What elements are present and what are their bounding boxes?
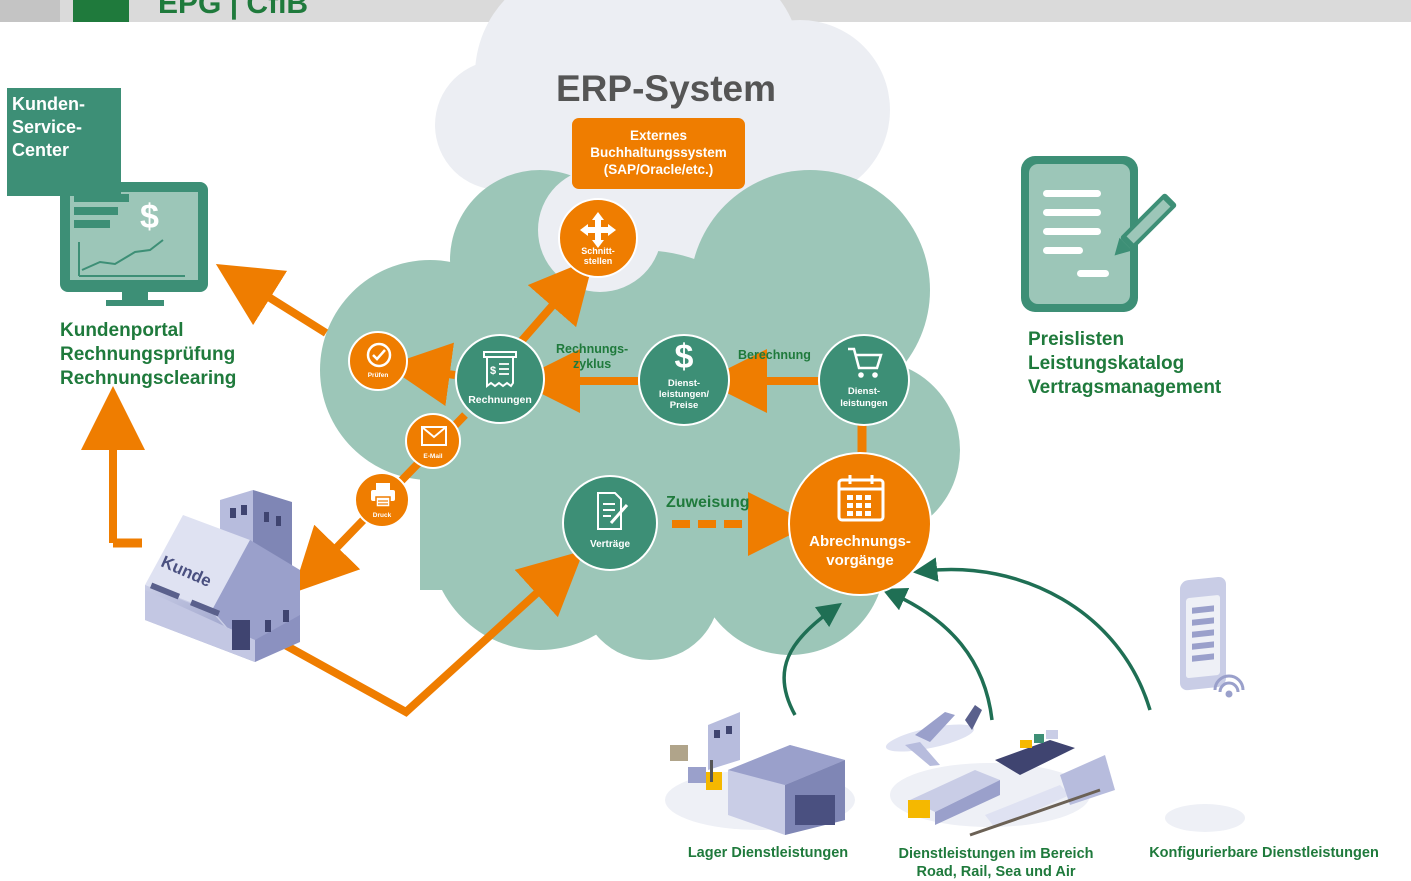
- svg-text:$: $: [490, 365, 496, 377]
- ksc-line3: Center: [12, 140, 70, 160]
- dienst-preise-line3: Preise: [669, 400, 699, 411]
- ship-icon: [995, 730, 1075, 775]
- abrechnung-line1: Abrechnungs-: [809, 533, 911, 550]
- ksc-line1: Kunden-: [12, 94, 85, 114]
- envelope-icon: [421, 426, 447, 446]
- transport-line1: Dienstleistungen im Bereich: [898, 846, 1094, 862]
- druck-label: Druck: [372, 512, 392, 519]
- ksc-line2: Service-: [12, 117, 83, 137]
- schnittstellen-line2: stellen: [583, 256, 613, 266]
- portal-line3: Rechnungsclearing: [60, 368, 237, 389]
- abrechnung-label: Abrechnungs- vorgänge: [790, 532, 930, 570]
- wifi-icon: [1213, 674, 1245, 698]
- pruefen-node: Prüfen: [348, 331, 408, 391]
- kundenportal-label: Kundenportal Rechnungsprüfung Rechnungsc…: [60, 319, 236, 391]
- dollar-icon: $: [674, 338, 694, 376]
- rechnungen-label: Rechnungen: [468, 394, 532, 406]
- kunden-service-center-label: Kunden- Service- Center: [12, 93, 117, 162]
- external-accounting-box: Externes Buchhaltungssystem (SAP/Oracle/…: [572, 118, 745, 189]
- ext-line3: (SAP/Oracle/etc.): [603, 162, 714, 177]
- vertraege-label: Verträge: [589, 539, 631, 550]
- contract-icon: [597, 492, 629, 530]
- schnittstellen-node: Schnitt- stellen: [558, 198, 638, 278]
- portal-line1: Kundenportal: [60, 320, 184, 341]
- vertraege-node: Verträge: [562, 475, 658, 571]
- dienstleistungen-preise-node: $ Dienst- leistungen/ Preise: [638, 334, 730, 426]
- calendar-icon: [837, 475, 885, 522]
- email-label: E-Mail: [423, 453, 443, 460]
- portal-line2: Rechnungsprüfung: [60, 344, 236, 365]
- rechnungszyklus-line1: Rechnungs-: [556, 342, 629, 356]
- ext-line2: Buchhaltungssystem: [590, 145, 727, 160]
- lager-label: Lager Dienstleistungen: [687, 845, 849, 861]
- document-pen-icon: [1021, 156, 1177, 312]
- ext-line1: Externes: [629, 128, 688, 143]
- zuweisung-label: Zuweisung: [666, 494, 750, 511]
- abrechnung-line2: vorgänge: [826, 552, 894, 569]
- dienst-preise-line1: Dienst-: [667, 378, 701, 389]
- erp-system-title: ERP-System: [556, 68, 777, 109]
- email-node: E-Mail: [405, 413, 461, 469]
- shopping-cart-icon: [848, 347, 883, 378]
- pruefen-label: Prüfen: [367, 372, 389, 379]
- rechnungszyklus-line2: zyklus: [573, 357, 612, 371]
- header-green-block: [73, 0, 129, 22]
- header-gray-block: [0, 0, 60, 22]
- svg-text:$: $: [140, 198, 159, 236]
- phone-illustration: [1165, 576, 1245, 832]
- transport-label: Dienstleistungen im Bereich Road, Rail, …: [880, 845, 1112, 881]
- preis-line3: Vertragsmanagement: [1028, 377, 1222, 398]
- berechnung-label: Berechnung: [738, 348, 811, 362]
- preis-line2: Leistungskatalog: [1028, 353, 1185, 374]
- green-arrows: [782, 557, 1152, 721]
- warehouse-illustration: [665, 712, 855, 835]
- truck-icon: [908, 770, 1000, 825]
- abrechnungsvorgaenge-node: Abrechnungs- vorgänge: [788, 452, 932, 596]
- invoice-icon: $: [483, 351, 517, 388]
- dienst-preise-line2: leistungen/: [658, 389, 710, 400]
- move-arrows-icon: [580, 212, 616, 248]
- preis-line1: Preislisten: [1028, 329, 1125, 350]
- druck-node: Druck: [354, 472, 410, 528]
- preislisten-label: Preislisten Leistungskatalog Vertragsman…: [1028, 328, 1221, 400]
- printer-icon: [371, 483, 395, 508]
- dienstleistungen-line2: leistungen: [840, 398, 888, 409]
- schnittstellen-label: Schnitt- stellen: [560, 246, 636, 266]
- konfig-label: Konfigurierbare Dienstleistungen: [1149, 845, 1379, 861]
- transport-illustration: [885, 705, 1115, 837]
- dienstleistungen-node: Dienst- leistungen: [818, 334, 910, 426]
- kunde-building: [145, 490, 300, 662]
- check-circle-icon: [366, 342, 392, 368]
- header-title: EPG | CfiB: [158, 0, 309, 20]
- dienstleistungen-label: Dienst- leistungen: [820, 386, 908, 410]
- schnittstellen-line1: Schnitt-: [581, 246, 615, 256]
- dienstleistungen-line1: Dienst-: [847, 386, 881, 397]
- rechnungen-node: $ Rechnungen: [455, 334, 545, 424]
- monitor-icon: $: [60, 182, 208, 306]
- airplane-icon: [885, 705, 982, 766]
- train-icon: [969, 755, 1115, 837]
- kunden-service-center-box: [7, 88, 121, 196]
- dienst-preise-label: Dienst- leistungen/ Preise: [640, 378, 728, 411]
- transport-line2: Road, Rail, Sea und Air: [916, 864, 1076, 880]
- rechnungszyklus-label: Rechnungs- zyklus: [556, 342, 628, 372]
